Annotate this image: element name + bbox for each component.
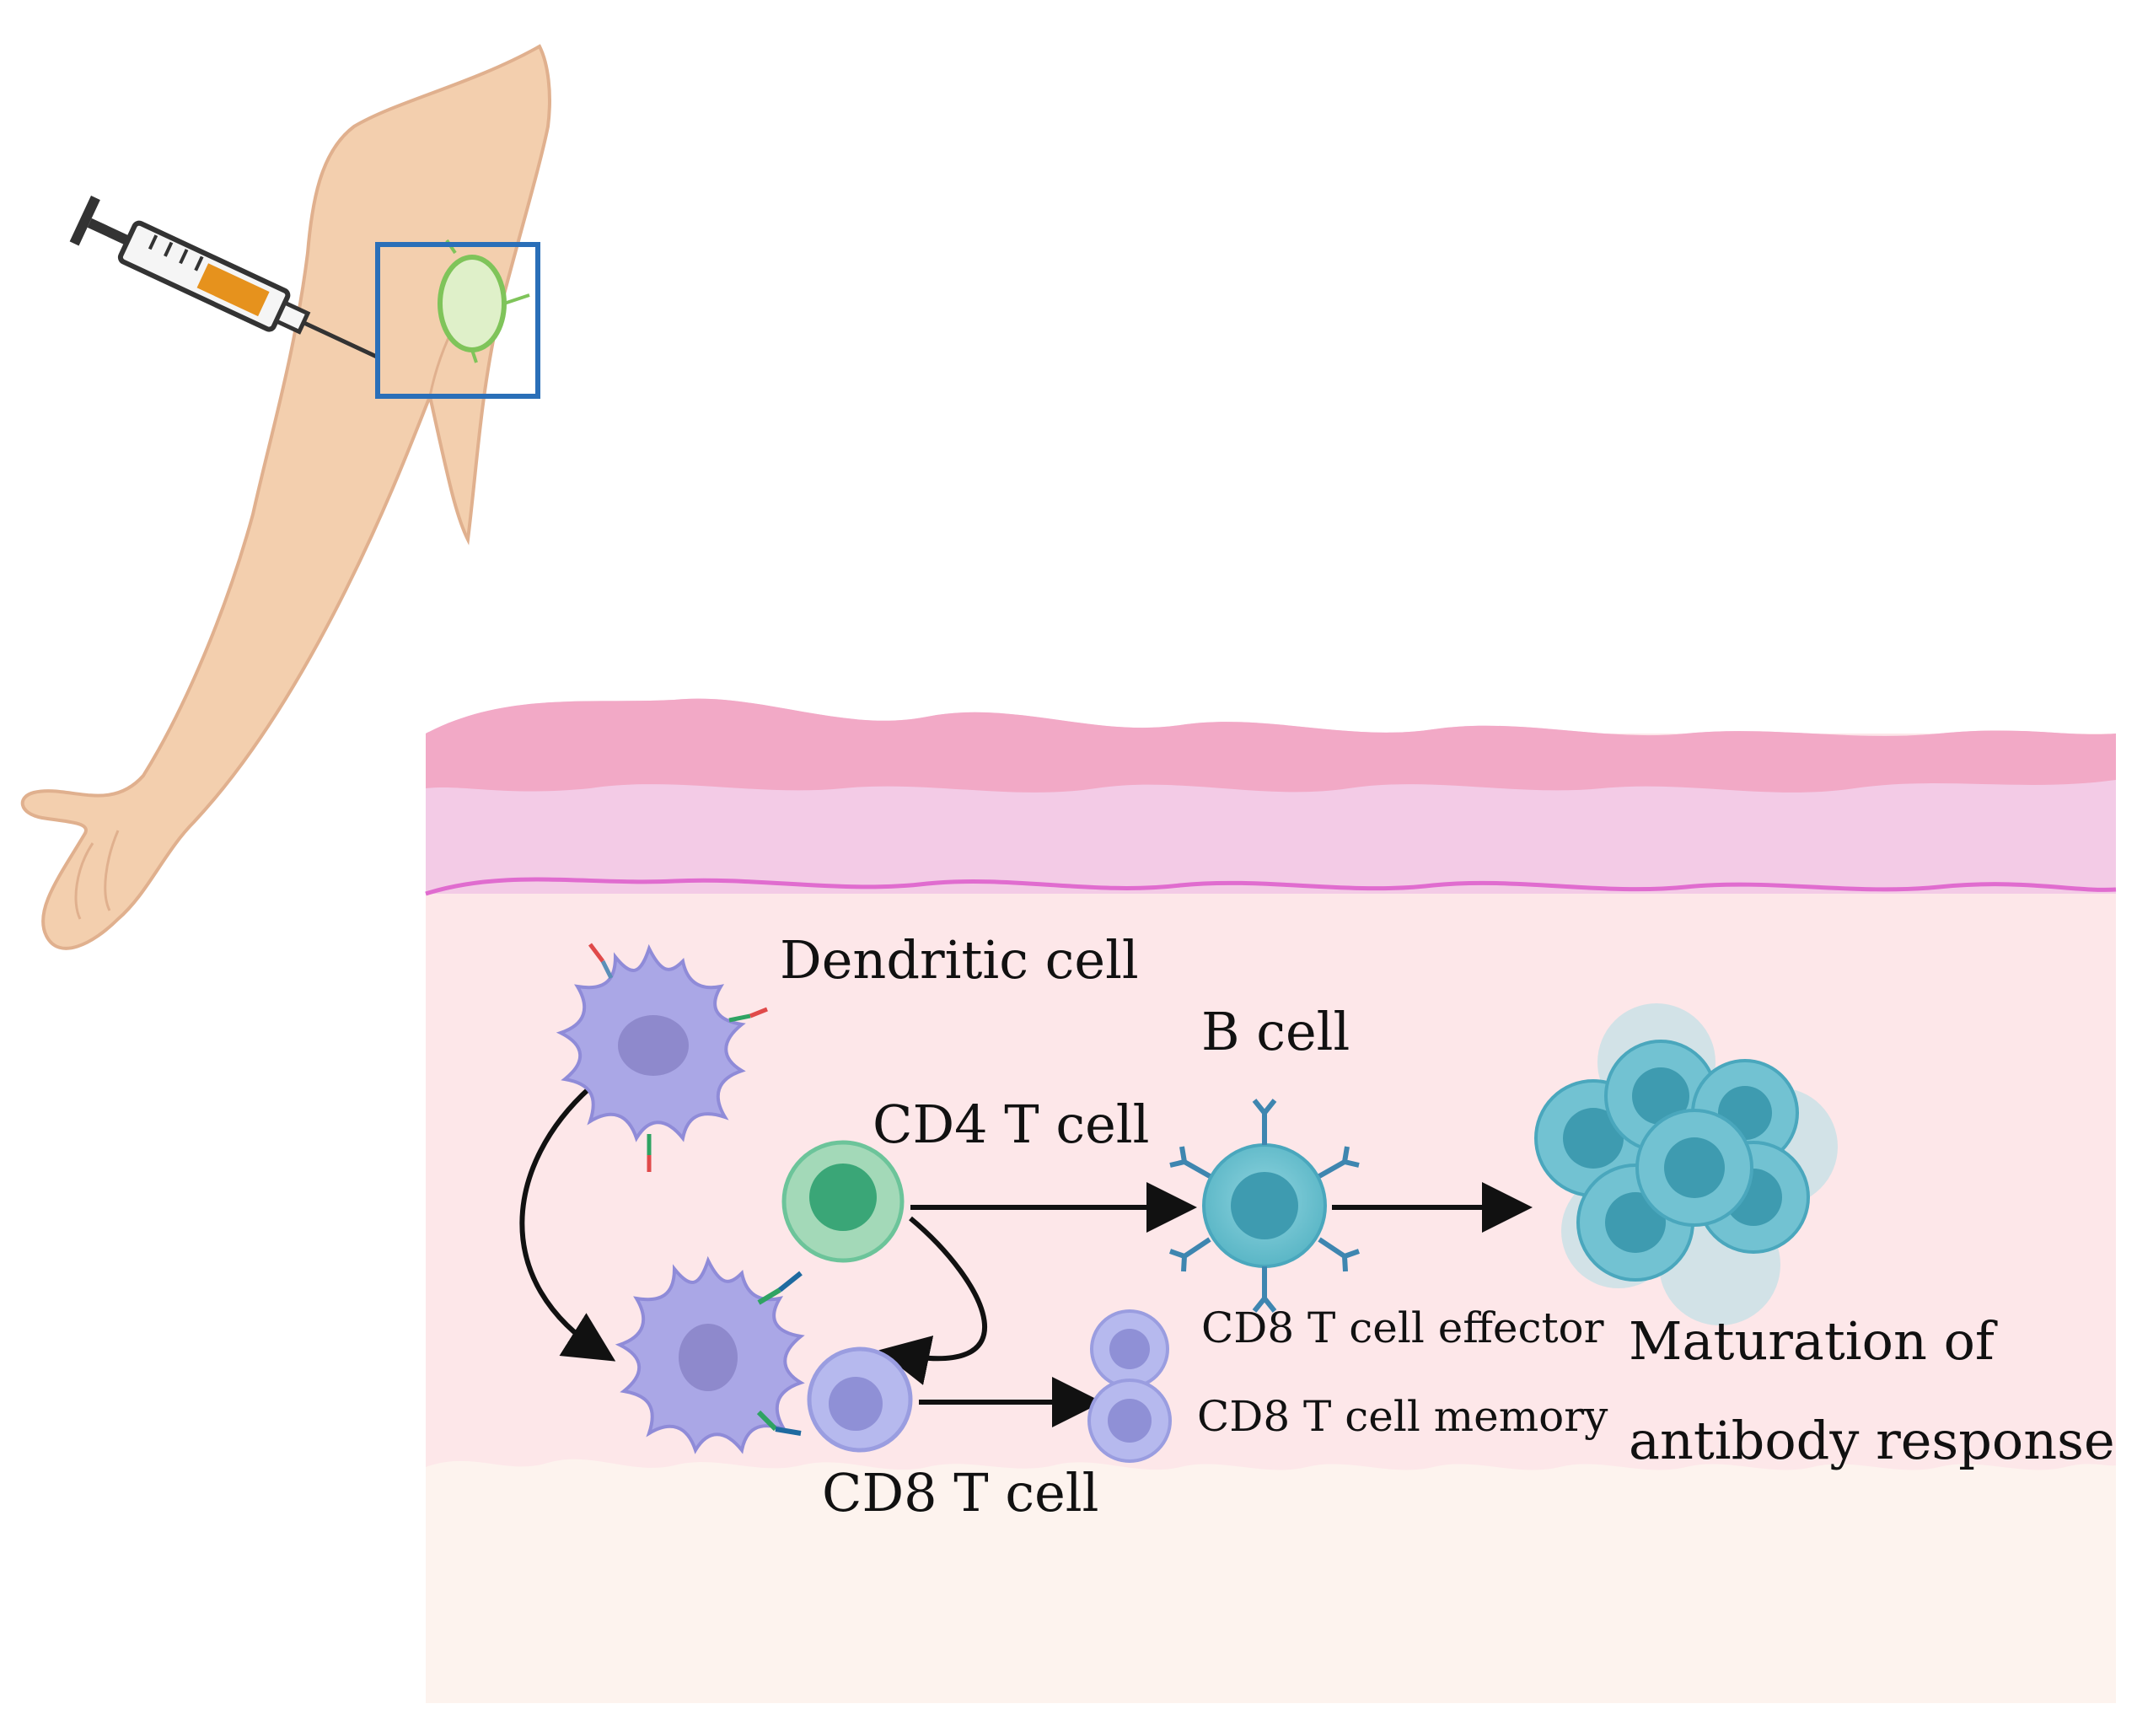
antibody-icon (1169, 1099, 1360, 1313)
arrows (519, 1085, 1533, 1427)
receptor-icon (756, 1271, 803, 1436)
dendritic-cell-icon (556, 943, 768, 1172)
label-maturation-line1: Maturation of (1629, 1310, 1998, 1372)
label-cd4-t-cell: CD4 T cell (873, 1094, 1149, 1155)
label-cd8-memory: CD8 T cell memory (1197, 1392, 1608, 1441)
cd8-daughter-cells (1087, 1309, 1172, 1463)
dendritic-cell-icon (615, 1255, 805, 1454)
label-maturation-line2: antibody response (1629, 1410, 2115, 1471)
label-dendritic-cell: Dendritic cell (780, 929, 1139, 991)
label-b-cell: B cell (1201, 1001, 1350, 1062)
receptor-icon (588, 943, 768, 1172)
cd8-t-cell-icon (807, 1346, 913, 1453)
arrow-dc-to-dc (519, 1085, 616, 1362)
highlight-box (375, 242, 540, 399)
arrow-cd4-to-cd8 (878, 1216, 987, 1385)
syringe-icon (69, 196, 379, 360)
b-cell-icon (1169, 1099, 1360, 1313)
label-cd8-t-cell: CD8 T cell (822, 1462, 1098, 1524)
cd4-t-cell-icon (781, 1140, 905, 1263)
label-cd8-effector: CD8 T cell effector (1201, 1303, 1604, 1352)
plasma-cell-cluster-icon (1534, 1003, 1838, 1325)
